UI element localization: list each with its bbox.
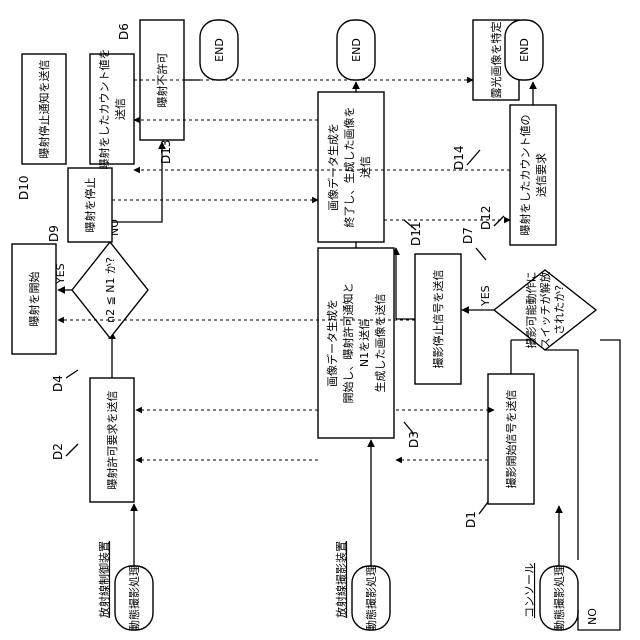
step-d11-line1: 画像データ生成を (326, 123, 340, 211)
ref-d2: D2 (51, 443, 65, 460)
step-d7-line1: 撮影可能動作に (524, 272, 538, 349)
control-title: 放射線制御装置 (97, 541, 111, 618)
step-d13-box (90, 54, 134, 164)
step-d11-line3: 送信 (358, 156, 372, 178)
step-d5-text: 曝射を開始 (27, 272, 41, 327)
control-subtitle: 動態撮影処理 (127, 565, 141, 631)
step-d8-text: 撮影停止信号を送信 (431, 270, 445, 369)
step-d11-line2: 終了し、生成した画像を (342, 107, 356, 228)
imaging-end: END (350, 38, 363, 62)
console-subtitle: 動態撮影処理 (552, 565, 566, 631)
step-d12-line2: 送信要求 (534, 153, 548, 197)
control-lane: 放射線制御装置 動態撮影処理 D2 曝射許可要求を送信 D4 n2 ≦ N1 か… (12, 20, 238, 631)
step-d7-line3: されたか? (553, 285, 566, 335)
step-d13-line1: 曝射をしたカウント値を (97, 49, 111, 170)
step-d3-line1: 画像データ生成を (325, 299, 339, 387)
step-d7-yes: YES (479, 285, 492, 307)
step-d10-text: 曝射停止通知を送信 (37, 60, 51, 159)
step-d9-text: 曝射を停止 (83, 178, 97, 233)
ref-d9: D9 (47, 225, 61, 242)
step-d3-line2: 開始し、曝射許可通知と (341, 283, 355, 404)
ref-d4: D4 (51, 375, 65, 392)
console-lane: コンソール 動態撮影処理 D1 撮影開始信号を送信 D7 撮影可能動作に スイッ… (396, 20, 620, 631)
step-d3-line4: 生成した画像を送信 (373, 294, 387, 393)
step-d1-text: 撮影開始信号を送信 (504, 390, 518, 489)
step-d12-line1: 曝射をしたカウント値の (518, 115, 532, 236)
imaging-lane: 放射線撮影装置 動態撮影処理 D3 画像データ生成を 開始し、曝射許可通知と N… (318, 20, 423, 631)
step-d14-text: 露光画像を特定 (489, 22, 503, 99)
step-d4-text: n2 ≦ N1 か? (104, 257, 117, 323)
ref-d7: D7 (461, 227, 475, 244)
console-end: END (518, 38, 531, 62)
step-d2-text: 曝射許可要求を送信 (105, 391, 119, 490)
ref-d14: D14 (452, 145, 466, 170)
ref-d13: D13 (159, 139, 173, 164)
ref-d1: D1 (464, 511, 478, 528)
step-d3-line3: N1を送信 (357, 319, 371, 367)
step-d7-no: NO (586, 608, 599, 625)
imaging-title: 放射線撮影装置 (334, 541, 348, 618)
control-end: END (213, 38, 226, 62)
step-d7-line2: スイッチが解放 (538, 272, 552, 349)
ref-d10: D10 (17, 175, 31, 200)
ref-d6: D6 (117, 23, 131, 40)
step-d13-line2: 送信 (113, 98, 127, 120)
console-title: コンソール (523, 563, 536, 618)
ref-d12: D12 (479, 205, 493, 230)
step-d12-box (510, 105, 556, 245)
imaging-subtitle: 動態撮影処理 (364, 565, 378, 631)
